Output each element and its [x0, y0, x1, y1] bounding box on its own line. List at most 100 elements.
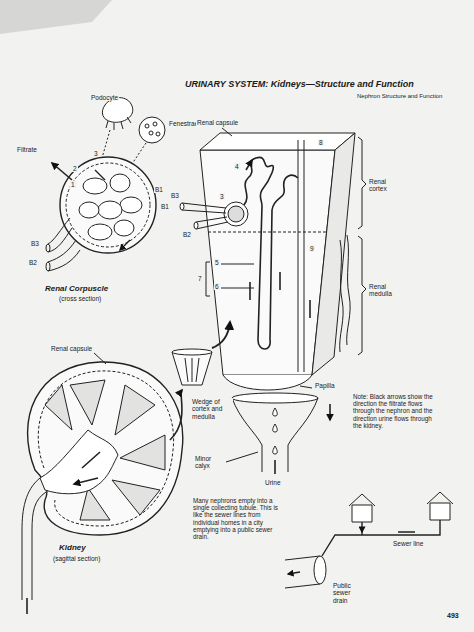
nephron-wedge-drawing	[244, 157, 298, 349]
renal-corpuscle-drawing	[88, 224, 112, 240]
kidney-drawing	[22, 322, 230, 614]
nephron-wedge-drawing	[246, 160, 310, 318]
renal-corpuscle-drawing	[98, 201, 122, 219]
renal-corpuscle-drawing	[46, 262, 50, 271]
nephron-wedge-drawing	[180, 203, 184, 210]
callout-number: 3	[219, 193, 225, 200]
page-number: 493	[446, 612, 460, 620]
part-name: Urine	[264, 479, 282, 486]
papilla-calyx-drawing	[275, 404, 330, 474]
nephron-wedge-drawing	[194, 222, 198, 229]
renal-corpuscle-drawing	[48, 240, 76, 262]
renal-corpuscle-drawing	[145, 124, 149, 128]
title: URINARY SYSTEM: Kidneys—Structure and Fu…	[184, 79, 415, 89]
sewer-drawing	[314, 556, 326, 584]
part-name: Wedge of cortex and medulla	[191, 398, 233, 420]
part-name: Renal capsule	[50, 345, 93, 352]
callout-number: 2	[72, 165, 78, 172]
renal-corpuscle-drawing	[95, 170, 130, 250]
sewer-drawing	[288, 572, 300, 574]
note: Many nephrons empty into a single collec…	[192, 497, 288, 540]
nephron-wedge-drawing	[228, 206, 244, 222]
kidney-drawing	[172, 349, 212, 355]
renal-corpuscle-drawing	[66, 163, 150, 247]
figure-subtitle: (sagittal section)	[52, 555, 101, 562]
callout-number: 7	[197, 275, 203, 282]
nephron-wedge-drawing	[312, 133, 355, 375]
callout-number: B3	[170, 192, 180, 199]
callout-number: 4	[234, 163, 240, 170]
callout-number: 6	[214, 283, 220, 290]
part-name: Sewer line	[392, 540, 424, 547]
nephron-wedge-drawing	[182, 203, 226, 213]
renal-corpuscle-drawing	[110, 174, 130, 192]
nephron-wedge-drawing	[358, 137, 366, 229]
callout-number: B1	[160, 203, 170, 210]
papilla-calyx-drawing	[232, 393, 318, 403]
kidney-drawing	[94, 353, 106, 364]
renal-corpuscle-drawing	[60, 157, 156, 253]
kidney-drawing	[170, 390, 182, 440]
sewer-drawing	[430, 503, 450, 520]
figure-title: Kidney	[58, 543, 87, 552]
callout-number: 5	[214, 259, 220, 266]
note: Note: Black arrows show the direction th…	[352, 393, 440, 429]
figure-subtitle: (cross section)	[58, 295, 102, 302]
part-name: Fenestrae	[168, 120, 199, 127]
renal-corpuscle-drawing	[139, 117, 165, 143]
sewer-drawing	[285, 492, 453, 588]
part-name: Renal capsule	[196, 119, 239, 126]
nephron-wedge-drawing	[196, 217, 228, 229]
part-name: Podocyte	[90, 94, 119, 101]
callout-number: B2	[182, 231, 192, 238]
nephron-wedge-drawing	[340, 235, 350, 352]
callout-number: B2	[28, 259, 38, 266]
renal-corpuscle-drawing	[48, 228, 72, 252]
region-name: Renal cortex	[368, 178, 406, 193]
callout-number: 8	[318, 139, 324, 146]
kidney-drawing	[27, 452, 100, 614]
nephron-wedge-drawing	[358, 236, 366, 355]
kidney-drawing	[212, 322, 230, 348]
nephron-wedge-drawing	[222, 128, 232, 136]
page-ground	[0, 0, 112, 34]
kidney-drawing	[185, 358, 199, 382]
kidney-drawing	[172, 352, 212, 385]
sewer-drawing	[362, 527, 415, 532]
figure-title: Renal Corpuscle	[44, 284, 109, 293]
kidney-drawing	[28, 362, 183, 535]
kidney-drawing	[40, 430, 118, 494]
sewer-drawing	[427, 492, 453, 504]
renal-corpuscle-drawing	[79, 202, 99, 218]
sewer-drawing	[349, 494, 375, 506]
part-name: Filtrate	[16, 146, 38, 153]
callout-number: 1	[70, 181, 76, 188]
papilla-calyx-drawing	[226, 386, 312, 462]
renal-corpuscle-drawing	[48, 250, 80, 271]
renal-corpuscle-drawing	[46, 244, 50, 252]
sewer-drawing	[352, 505, 372, 522]
subtitle: Nephron Structure and Function	[356, 93, 443, 100]
callout-number: 3	[93, 150, 99, 157]
nephron-wedge-drawing	[180, 128, 366, 375]
nephron-wedge-drawing	[208, 232, 327, 233]
renal-corpuscle-drawing	[156, 132, 160, 136]
renal-corpuscle-drawing	[102, 130, 146, 164]
kidney-drawing	[38, 371, 173, 526]
renal-corpuscle-drawing	[83, 178, 107, 194]
papilla-calyx-drawing	[223, 375, 330, 474]
callout-number: B3	[30, 240, 40, 247]
sewer-drawing	[322, 520, 440, 556]
nephron-wedge-drawing	[298, 140, 304, 372]
renal-corpuscle-drawing	[46, 98, 165, 271]
renal-corpuscle-drawing	[48, 218, 70, 244]
callout-number: B1	[154, 186, 164, 193]
nephron-wedge-drawing	[200, 133, 355, 150]
renal-corpuscle-drawing	[120, 197, 142, 213]
papilla-calyx-drawing	[273, 408, 278, 454]
renal-corpuscle-drawing	[153, 122, 157, 126]
